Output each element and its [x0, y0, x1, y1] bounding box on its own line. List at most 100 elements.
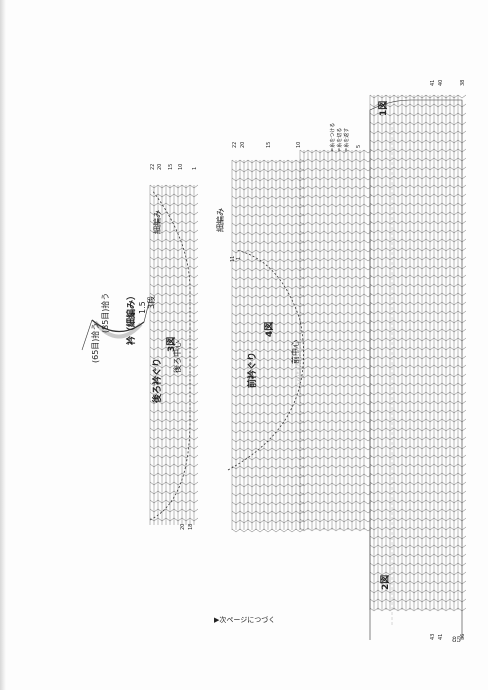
fig4-lower-stitch [363, 437, 373, 442]
front-neck-label: 前衿ぐり [248, 351, 258, 388]
fig12-stitch [385, 427, 395, 432]
fig4-lower-stitch [315, 158, 325, 163]
fig12-stitch [401, 409, 411, 414]
fig4-lower-stitch [355, 509, 365, 514]
fig12-stitch [417, 220, 427, 225]
fig12-stitch [369, 148, 379, 153]
fig4-lower-stitch [347, 275, 357, 280]
fig12-stitch [417, 229, 427, 234]
fig12-stitch [409, 436, 419, 441]
fig4-upper-stitch [255, 168, 265, 173]
fig3-stitch [181, 391, 191, 396]
fig3-stitch [181, 310, 191, 315]
fig4-upper-stitch [279, 447, 289, 452]
fig4-upper-stitch [239, 294, 249, 299]
fig4-lower-stitch [347, 518, 357, 523]
fig12-stitch [425, 499, 435, 504]
half-stitch-label-front: 細編み [153, 210, 162, 234]
fig4-lower-stitch [339, 221, 349, 226]
fig4-upper-stitch [247, 411, 257, 416]
fig12-stitch [449, 373, 459, 378]
fig12-stitch [409, 148, 419, 153]
fig3-stitch [173, 310, 183, 315]
fig4-lower-stitch [299, 392, 309, 397]
fig12-stitch [449, 391, 459, 396]
fig4-lower-stitch [331, 221, 341, 226]
fig3-stitch [181, 184, 191, 189]
fig4-upper-stitch [271, 267, 281, 272]
fig4-lower-stitch [323, 464, 333, 469]
fig3-stitch [173, 373, 183, 378]
fig12-stitch [457, 256, 467, 261]
fig12-stitch [433, 535, 443, 540]
fig12-stitch [425, 148, 435, 153]
fig4-lower-stitch [315, 500, 325, 505]
fig4-lower-stitch [363, 464, 373, 469]
fig12-stitch [401, 391, 411, 396]
fig4-lower-stitch [355, 527, 365, 532]
fig12-stitch [385, 148, 395, 153]
fig3-stitch [165, 238, 175, 243]
fig12-stitch [433, 247, 443, 252]
fig12-stitch [377, 571, 387, 576]
fig3-stitch [157, 508, 167, 513]
fig3-stitch [173, 481, 183, 486]
fig3-stitch [165, 229, 175, 234]
fig4-upper-stitch [271, 294, 281, 299]
fig12-stitch [441, 184, 451, 189]
fig12-stitch [393, 283, 403, 288]
fig4-upper-stitch [279, 285, 289, 290]
row-number-fig4-4: 5 [356, 144, 362, 148]
fig4-lower-stitch [347, 428, 357, 433]
fig4-upper-stitch [271, 195, 281, 200]
fig12-stitch [409, 346, 419, 351]
fig12-stitch [369, 121, 379, 126]
fig3-stitch [181, 490, 191, 495]
fig12-stitch [449, 454, 459, 459]
fig4-lower-stitch [331, 428, 341, 433]
row-number-fig4-6: 1 [236, 256, 242, 260]
fig4-lower-stitch [347, 320, 357, 325]
fig4-lower-stitch [323, 176, 333, 181]
fig4-upper-stitch [255, 501, 265, 506]
fig12-stitch [369, 301, 379, 306]
fig12-stitch [369, 436, 379, 441]
fig12-stitch [385, 301, 395, 306]
fig12-stitch [401, 265, 411, 270]
fig12-stitch [425, 193, 435, 198]
fig12-stitch [393, 598, 403, 603]
fig4-lower-stitch [339, 338, 349, 343]
fig4-upper-stitch [279, 528, 289, 533]
fig12-stitch [457, 571, 467, 576]
fig12-stitch [393, 148, 403, 153]
fig3-stitch [181, 445, 191, 450]
fig12-stitch [401, 355, 411, 360]
fig3-stitch [157, 337, 167, 342]
fig4-upper-stitch [279, 321, 289, 326]
fig12-stitch [369, 346, 379, 351]
fig4-lower-stitch [323, 257, 333, 262]
fig4-lower-stitch [339, 401, 349, 406]
fig4-lower-stitch [363, 221, 373, 226]
fig12-stitch [441, 121, 451, 126]
fig4-lower-stitch [299, 356, 309, 361]
fig12-stitch [441, 103, 451, 108]
fig4-upper-stitch [231, 447, 241, 452]
fig12-stitch [417, 157, 427, 162]
fig12-stitch [449, 436, 459, 441]
fig4-upper-stitch [247, 168, 257, 173]
fig3-stitch [165, 310, 175, 315]
fig12-stitch [385, 454, 395, 459]
fig3-stitch [189, 508, 199, 513]
fig4-upper-stitch [271, 492, 281, 497]
fig4-upper-stitch [239, 267, 249, 272]
fig12-stitch [393, 535, 403, 540]
fig12-stitch [433, 202, 443, 207]
fig4-upper-stitch [239, 438, 249, 443]
fig4-upper-stitch [255, 357, 265, 362]
fig12-stitch [449, 112, 459, 117]
fig4-lower-stitch [339, 194, 349, 199]
fig4-lower-stitch [355, 437, 365, 442]
fig4-lower-stitch [299, 527, 309, 532]
fig12-stitch [369, 256, 379, 261]
